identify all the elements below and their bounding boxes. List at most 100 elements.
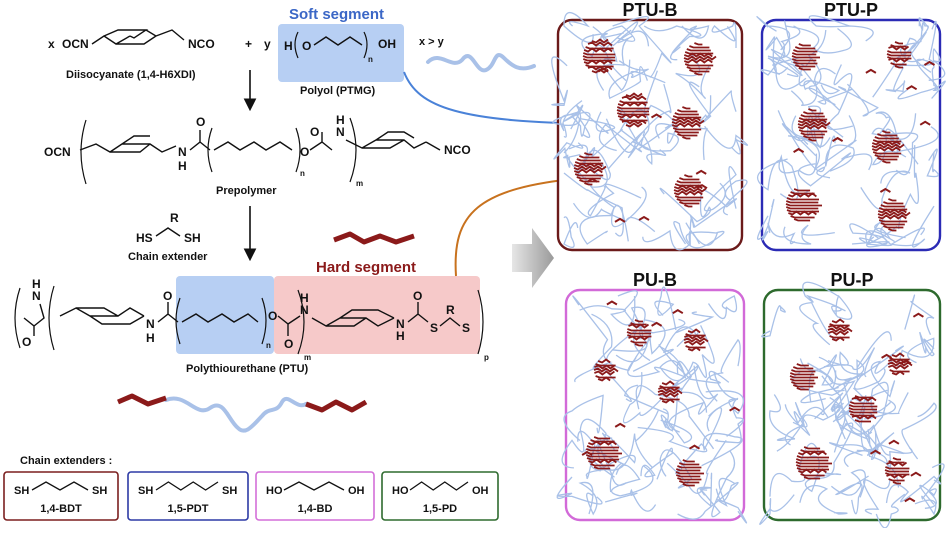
soft-chain (838, 83, 879, 117)
soft-chain (654, 286, 677, 331)
hard-chain (877, 133, 898, 137)
hard-chain (588, 440, 617, 446)
soft-chain (808, 370, 856, 412)
ptu-hard-highlight (274, 276, 480, 354)
ocn-group: OCN (62, 37, 89, 51)
hard-chain (789, 378, 815, 382)
plus-sign: + (245, 37, 252, 51)
prepolymer-bracket-n-right (295, 127, 301, 173)
ptu-bracket-p-right (477, 289, 484, 355)
hard-chain (616, 109, 649, 113)
ptu-p-sub: p (484, 353, 489, 362)
hard-chain (872, 151, 902, 155)
hard-chain (793, 188, 811, 192)
hard-fragment (865, 68, 877, 74)
soft-chain (637, 426, 708, 475)
soft-chain (827, 64, 854, 131)
hard-fragment (688, 444, 701, 450)
ptu-h2: H (146, 331, 155, 345)
chain-extender-skeleton (155, 481, 219, 491)
chain-extender-name: 1,4-BDT (40, 503, 82, 515)
soft-chain (760, 25, 801, 76)
prepolymer-o2: O (310, 125, 319, 139)
hard-chain (675, 474, 701, 478)
hard-chain (628, 323, 650, 329)
ptu-m-sub: m (304, 353, 311, 362)
ptu-carbonyl-1 (157, 302, 179, 323)
hard-chain (672, 127, 702, 131)
chain-extender-sh: SH (184, 231, 201, 245)
hard-chain (658, 392, 679, 398)
soft-chain (627, 345, 686, 378)
hard-chain (677, 465, 702, 469)
soft-chain (551, 56, 568, 106)
hard-chain (792, 384, 814, 388)
chain-extender-bonds (155, 227, 181, 237)
soft-chain (717, 477, 748, 524)
hard-chain (890, 62, 907, 66)
hard-chain (877, 157, 898, 161)
soft-chain (785, 25, 852, 54)
hard-chain (785, 203, 822, 207)
soft-chain (568, 144, 611, 181)
soft-chain (778, 153, 818, 196)
hard-chain (634, 319, 643, 323)
chain-extender-skeleton (31, 481, 89, 491)
hard-chain (683, 55, 717, 61)
hard-chain (677, 109, 698, 113)
soft-chain (563, 216, 579, 248)
hard-domain (657, 380, 683, 404)
prepolymer-nco: NCO (444, 143, 471, 157)
hard-chain (673, 184, 703, 190)
hard-chain (808, 138, 817, 142)
hard-chain (586, 445, 619, 449)
soft-chain (669, 325, 715, 389)
soft-chain (563, 111, 616, 154)
hard-chain (791, 52, 817, 56)
ptu-s1: S (430, 321, 438, 335)
hard-chain (597, 376, 611, 382)
soft-chain (833, 405, 871, 453)
hard-chain (871, 140, 901, 146)
soft-chain (851, 227, 891, 245)
hard-fragment (912, 312, 924, 318)
ptu-bracket-left (14, 287, 21, 349)
hard-fragment (614, 422, 626, 428)
soft-chain (622, 372, 664, 424)
soft-chain (660, 408, 693, 444)
soft-matrix (556, 286, 748, 524)
soft-chain (599, 432, 636, 471)
hard-domain (789, 363, 818, 391)
hard-chain (683, 337, 709, 343)
hard-chain (682, 459, 695, 463)
soft-chain (799, 354, 837, 386)
hard-fragment (586, 177, 598, 183)
hard-fragment (906, 85, 918, 91)
soft-chain (756, 198, 775, 241)
hard-chain (671, 119, 705, 125)
hard-chain (803, 111, 824, 115)
morphology-panel-3: PU-P (759, 270, 945, 529)
hard-chain (849, 401, 875, 405)
soft-chain (578, 481, 598, 516)
morphology-title: PTU-B (623, 0, 678, 20)
hard-chain (788, 210, 817, 216)
soft-chain (919, 331, 935, 357)
hard-chain (798, 43, 811, 47)
hard-chain (848, 410, 878, 414)
hard-chain (594, 364, 615, 370)
hard-chain (883, 201, 904, 205)
polyol-bracket-left (294, 31, 299, 59)
prepolymer-h1: H (178, 159, 187, 173)
soft-chain (581, 33, 627, 82)
soft-chain (776, 402, 808, 452)
hard-chain (634, 343, 643, 347)
hard-fragment (919, 120, 931, 126)
hard-fragment (695, 169, 707, 175)
soft-chain (860, 170, 911, 210)
hard-segment-title: Hard segment (316, 259, 416, 276)
soft-chain (783, 224, 835, 245)
hard-chain (848, 407, 877, 411)
chain-extender-border (127, 471, 249, 521)
